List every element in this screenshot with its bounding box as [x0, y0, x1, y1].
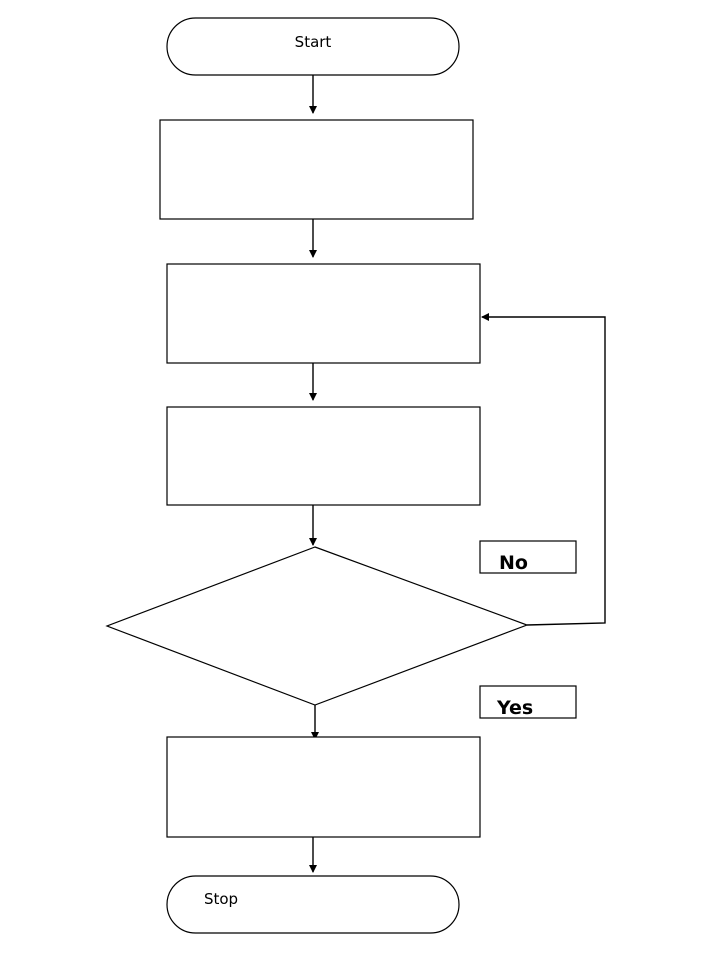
- yes-label-box: Yes: [479, 685, 577, 719]
- process-box-2: [166, 263, 481, 364]
- yes-label: Yes: [496, 697, 533, 719]
- process-box-1: [159, 119, 474, 220]
- process-box-4: [166, 736, 481, 838]
- process-box-3: [166, 406, 481, 506]
- decision-diamond: [105, 546, 529, 706]
- arrow-no-loop-back: [481, 313, 606, 626]
- start-terminal: Start: [166, 17, 460, 76]
- no-label-box: No: [479, 540, 577, 574]
- start-label: Start: [295, 33, 332, 51]
- no-label: No: [499, 552, 528, 574]
- stop-label: Stop: [204, 890, 238, 908]
- stop-terminal: Stop: [166, 875, 460, 934]
